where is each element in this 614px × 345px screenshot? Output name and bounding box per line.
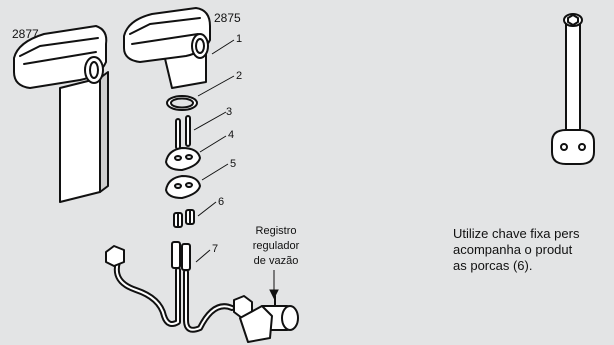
fixed-key-tool-drawing bbox=[551, 13, 595, 165]
flow-regulator-valve-drawing bbox=[239, 295, 299, 343]
callout-4: 4 bbox=[228, 129, 234, 141]
studs-part bbox=[175, 115, 191, 150]
regulator-label-line-1: Registro bbox=[256, 225, 297, 237]
callout-5: 5 bbox=[230, 158, 236, 170]
callout-6: 6 bbox=[218, 196, 224, 208]
faucet-2877-drawing bbox=[13, 25, 109, 203]
callout-3: 3 bbox=[226, 106, 232, 118]
instruction-line-1: Utilize chave fixa pers bbox=[453, 226, 580, 241]
callout-2: 2 bbox=[236, 70, 242, 82]
callout-7: 7 bbox=[212, 243, 218, 255]
instruction-text: Utilize chave fixa pers acompanha o prod… bbox=[453, 226, 614, 274]
faucet-2875-drawing bbox=[123, 7, 211, 89]
model-label-2877: 2877 bbox=[12, 27, 39, 41]
regulator-label-line-2: regulador bbox=[253, 240, 300, 252]
washer-upper-part bbox=[165, 147, 201, 171]
instruction-line-3: as porcas (6). bbox=[453, 258, 533, 273]
nuts-part bbox=[173, 209, 195, 228]
instruction-line-2: acompanha o produt bbox=[453, 242, 573, 257]
model-label-2875: 2875 bbox=[214, 11, 241, 25]
washer-lower-part bbox=[165, 175, 201, 199]
callout-1: 1 bbox=[236, 33, 242, 45]
flexible-hoses-part bbox=[105, 241, 253, 333]
regulator-label-line-3: de vazão bbox=[254, 255, 299, 267]
